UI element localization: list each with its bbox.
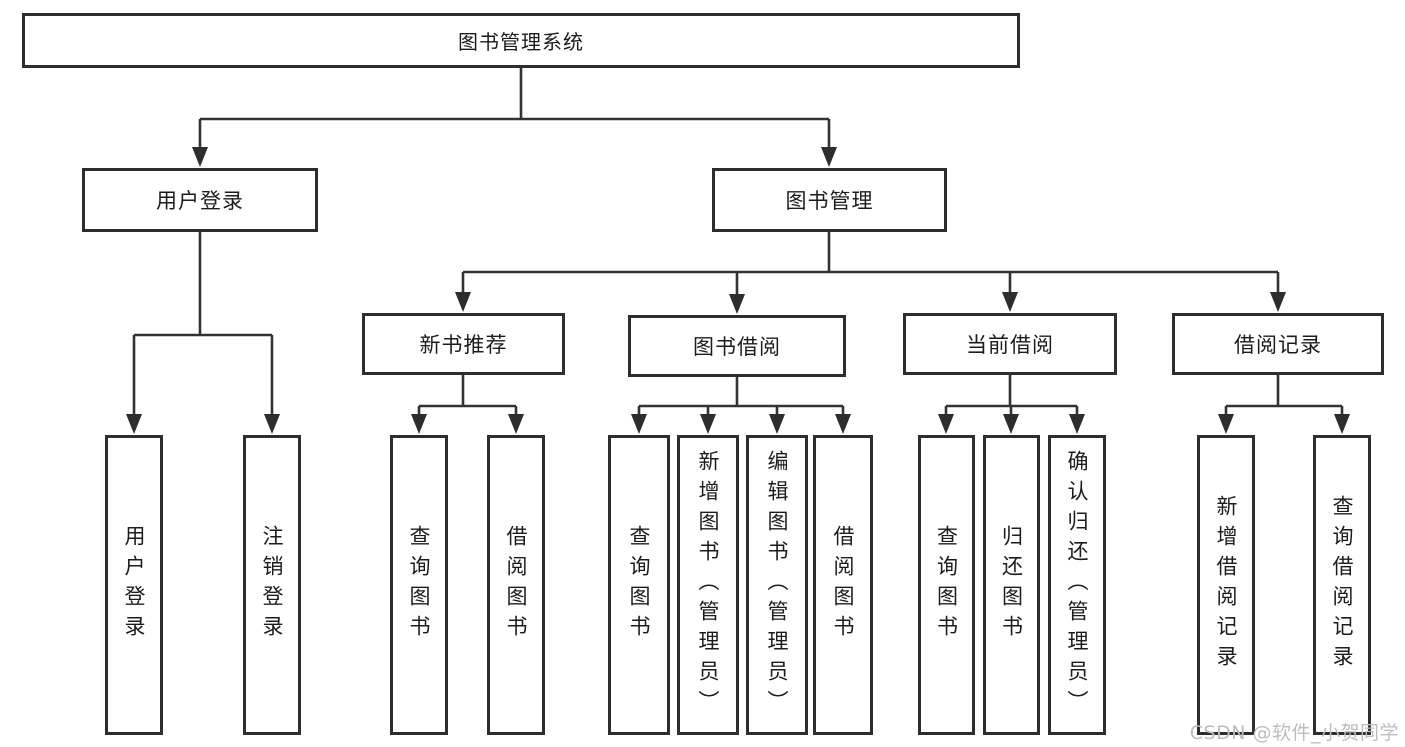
- leaf-borrow-books-2: 借阅图书: [813, 435, 873, 735]
- node-root: 图书管理系统: [22, 13, 1020, 68]
- leaf-logout: 注销登录: [243, 435, 301, 735]
- node-borrow-records: 借阅记录: [1172, 313, 1384, 375]
- leaf-query-books-3: 查询图书: [918, 435, 975, 735]
- node-book-management: 图书管理: [712, 168, 947, 232]
- leaf-confirm-return-admin: 确认归还（管理员）: [1048, 435, 1106, 735]
- csdn-watermark: CSDN @软件_小贺同学: [1189, 722, 1399, 744]
- connector-user-login-leaves: [132, 232, 274, 416]
- leaf-query-books-1: 查询图书: [390, 435, 448, 735]
- leaf-borrow-books-1: 借阅图书: [487, 435, 545, 735]
- leaf-query-borrow-record: 查询借阅记录: [1313, 435, 1371, 735]
- leaf-add-borrow-record: 新增借阅记录: [1197, 435, 1255, 735]
- leaf-edit-books-admin: 编辑图书（管理员）: [746, 435, 808, 735]
- node-user-login: 用户登录: [82, 168, 318, 232]
- connector-root-to-level2: [198, 68, 831, 150]
- connector-borrow-records-leaves: [1224, 375, 1344, 416]
- leaf-user-login: 用户登录: [105, 435, 163, 735]
- connector-new-books-leaves: [417, 375, 518, 416]
- connector-current-borrow-leaves: [944, 375, 1079, 416]
- leaf-query-books-2: 查询图书: [608, 435, 670, 735]
- node-book-borrow: 图书借阅: [628, 315, 846, 377]
- node-current-borrow: 当前借阅: [903, 313, 1117, 375]
- leaf-add-books-admin: 新增图书（管理员）: [677, 435, 739, 735]
- connector-book-mgmt-level3: [461, 232, 1280, 295]
- node-new-book-recommend: 新书推荐: [362, 313, 565, 375]
- connector-book-borrow-leaves: [637, 377, 845, 416]
- leaf-return-books: 归还图书: [983, 435, 1040, 735]
